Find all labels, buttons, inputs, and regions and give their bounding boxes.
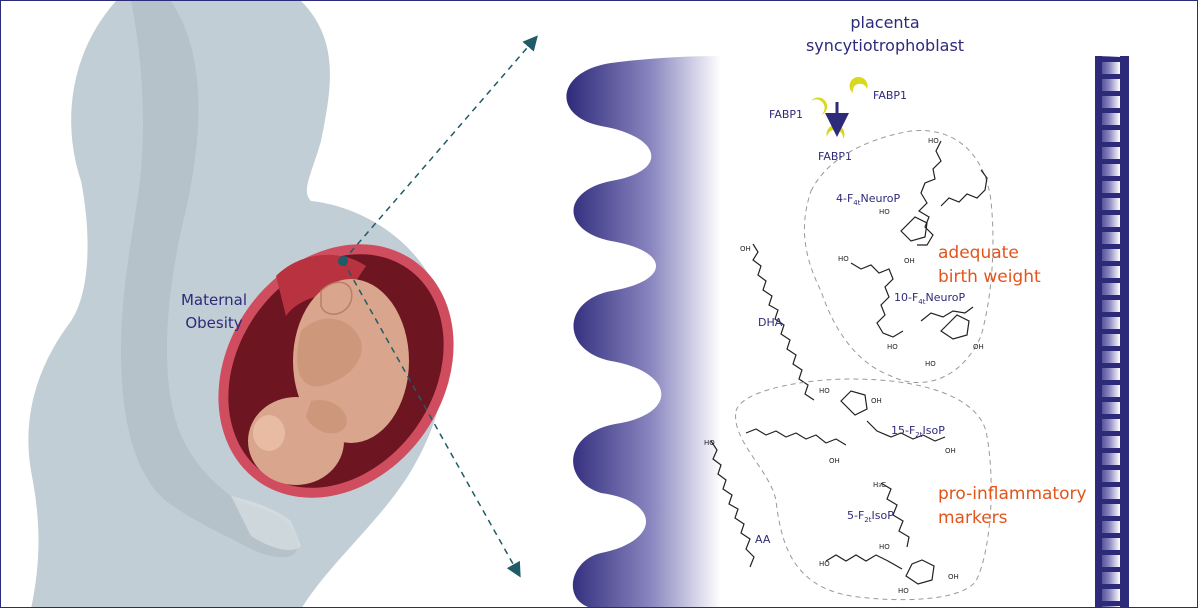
aa-label: AA (755, 533, 771, 546)
svg-text:OH: OH (945, 447, 956, 455)
fabp1-label-bottom: FABP1 (818, 150, 852, 163)
isop5-structure: H₃C HO HO HO OH 5-F2tIsoP (819, 481, 959, 595)
neurop4-structure: HO OH HO 4-F4tNeuroP (836, 137, 988, 265)
neuroprostane-region (804, 130, 994, 383)
zoom-line-bottom (342, 260, 521, 578)
placenta-title: placenta (850, 13, 919, 32)
svg-text:H₃C: H₃C (873, 481, 886, 489)
obesity-label: Obesity (185, 314, 242, 332)
neurop10-label: 10-F4tNeuroP (894, 291, 965, 306)
svg-text:HO: HO (879, 543, 890, 551)
svg-text:HO: HO (879, 208, 890, 216)
fabp1-label-right: FABP1 (873, 89, 907, 102)
isoprostane-region (735, 378, 992, 601)
fabp1-icon-right (849, 76, 868, 93)
svg-text:HO: HO (898, 587, 909, 595)
proinflammatory-label-line1: pro-inflammatory (938, 484, 1087, 504)
isop15-label: 15-F2tIsoP (891, 424, 945, 439)
svg-text:OH: OH (904, 257, 915, 265)
fabp1-label-left: FABP1 (769, 108, 803, 121)
fabp1-icon-bottom (826, 125, 845, 139)
proinflammatory-label-line2: markers (938, 508, 1008, 528)
svg-text:OH: OH (973, 343, 984, 351)
fetus (248, 279, 409, 485)
svg-text:HO: HO (819, 560, 830, 568)
svg-text:HO: HO (819, 387, 830, 395)
placenta-villi-wall (566, 56, 721, 607)
syncytiotrophoblast-title: syncytiotrophoblast (806, 36, 964, 55)
svg-text:HO: HO (704, 439, 715, 447)
svg-text:HO: HO (838, 255, 849, 263)
aa-structure: HO AA (704, 439, 771, 568)
fabp1-group: FABP1 FABP1 FABP1 (769, 76, 907, 163)
isop15-structure: HO OH OH OH 15-F2tIsoP (745, 387, 956, 465)
maternal-label: Maternal (181, 291, 247, 309)
neurop4-label: 4-F4tNeuroP (836, 192, 900, 207)
dha-atom-label: OH (740, 245, 751, 253)
dha-structure: OH DHA (740, 243, 815, 401)
dha-label: DHA (758, 316, 783, 329)
svg-text:HO: HO (887, 343, 898, 351)
zoom-line-top (342, 35, 538, 262)
svg-text:HO: HO (925, 360, 936, 368)
placenta-region (276, 254, 366, 316)
fabp1-icon-left (811, 97, 828, 115)
svg-text:OH: OH (829, 457, 840, 465)
isop5-label: 5-F2tIsoP (847, 509, 894, 524)
svg-text:OH: OH (871, 397, 882, 405)
neurop10-structure: HO HO HO OH 10-F4tNeuroP (838, 255, 984, 368)
adequate-label-line2: birth weight (938, 267, 1041, 287)
svg-text:HO: HO (928, 137, 939, 145)
adequate-label-line1: adequate (938, 243, 1019, 263)
svg-text:OH: OH (948, 573, 959, 581)
